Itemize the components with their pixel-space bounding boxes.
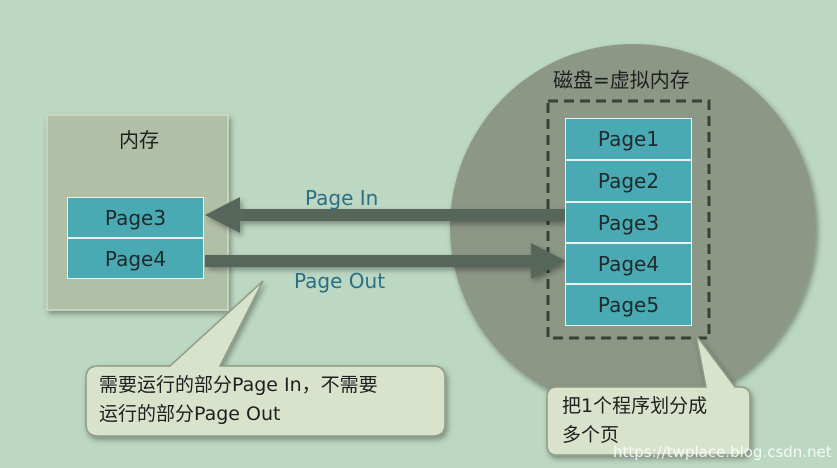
- disk-page-3: Page3: [565, 202, 692, 243]
- disk-page-2: Page2: [565, 160, 692, 202]
- right-callout-line-2: 多个页: [562, 424, 620, 446]
- page-in-label: Page In: [305, 186, 379, 210]
- disk-title: 磁盘=虚拟内存: [553, 68, 690, 92]
- left-callout-line-1: 需要运行的部分Page In，不需要: [99, 374, 378, 396]
- left-callout-text: 需要运行的部分Page In，不需要 运行的部分Page Out: [99, 371, 378, 429]
- page-out-arrow: [205, 243, 566, 279]
- disk-page-1: Page1: [565, 118, 692, 160]
- memory-page-3: Page3: [67, 197, 204, 238]
- right-callout-bubble: [546, 334, 751, 456]
- disk-page-5: Page5: [565, 284, 692, 326]
- memory-page-4: Page4: [67, 238, 204, 279]
- left-callout-bubble: [85, 280, 446, 437]
- page-out-label: Page Out: [294, 269, 386, 293]
- page-in-arrow: [205, 197, 565, 233]
- watermark: https://twplace.blog.csdn.net: [613, 443, 832, 461]
- disk-page-4: Page4: [565, 243, 692, 284]
- right-callout-text: 把1个程序划分成 多个页: [562, 392, 707, 450]
- right-callout-line-1: 把1个程序划分成: [562, 395, 708, 417]
- left-callout-line-2: 运行的部分Page Out: [99, 403, 281, 425]
- memory-title: 内存: [119, 128, 159, 152]
